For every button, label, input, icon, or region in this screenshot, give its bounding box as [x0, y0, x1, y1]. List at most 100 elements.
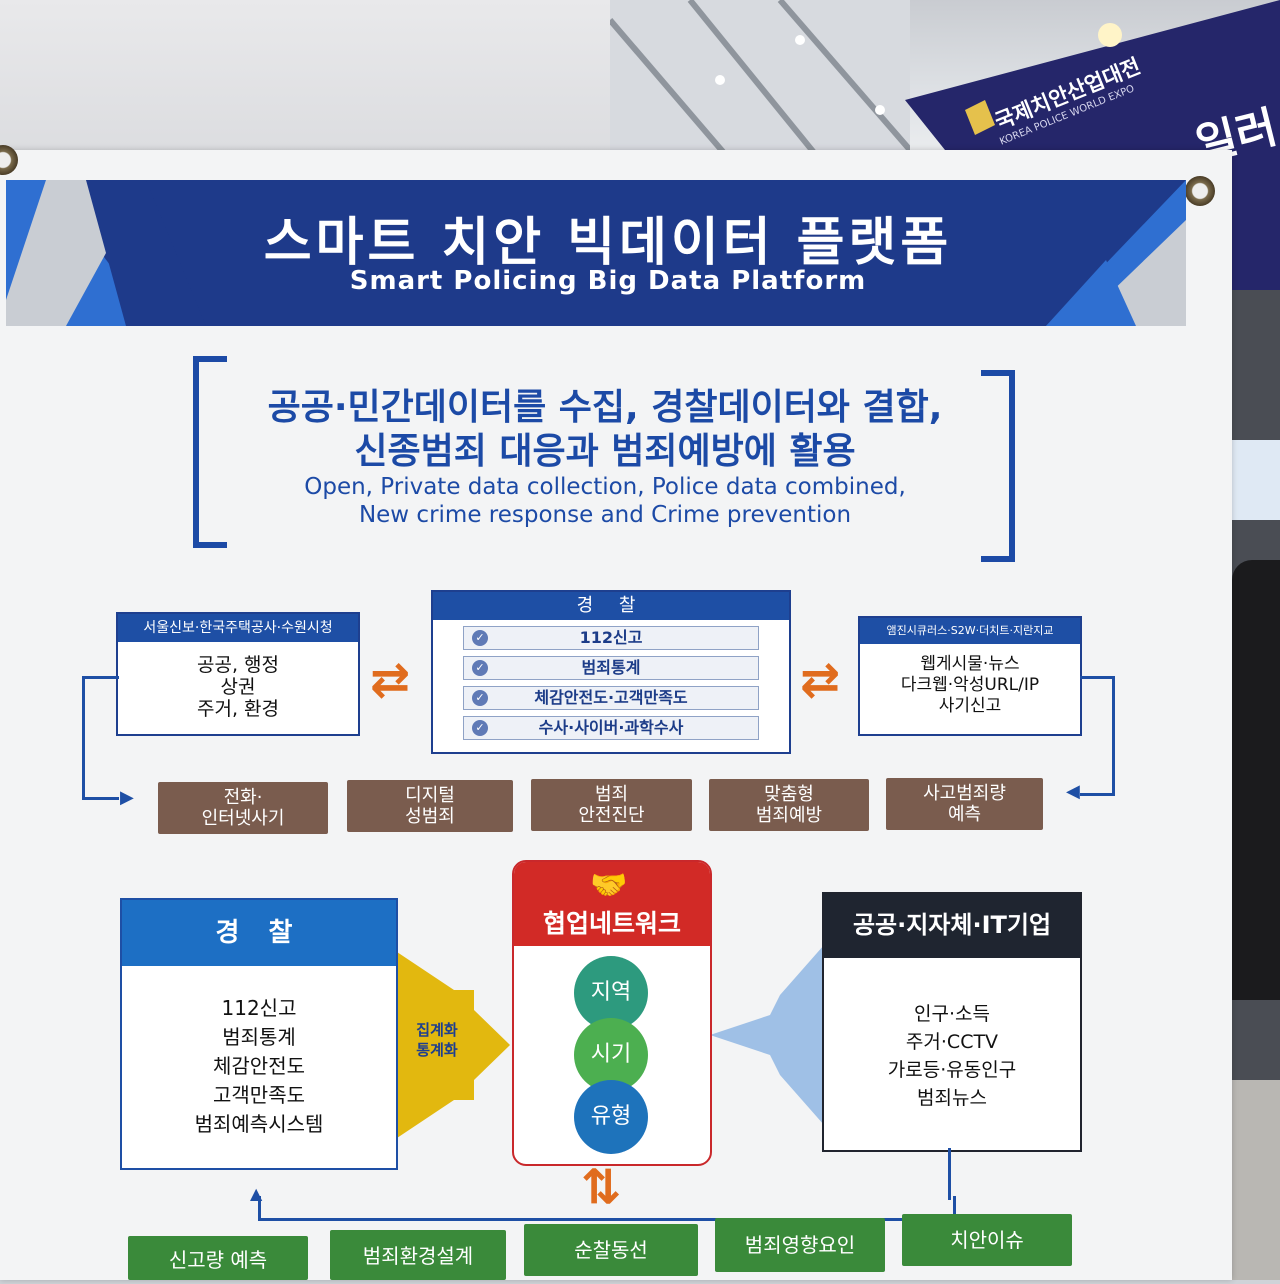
private-data-line: 사기신고 [938, 696, 1002, 716]
use-case-crime-forecast: 사고범죄량 예측 [886, 778, 1043, 830]
private-data-list: 웹게시물·뉴스 다크웹·악성URL/IP 사기신고 [860, 644, 1080, 717]
public-partner-panel: 공공·지자체·IT기업 인구·소득 주거·CCTV 가로등·유동인구 범죄뉴스 [822, 892, 1082, 1152]
bracket-right [981, 370, 1015, 562]
summary-english-line-2: New crime response and Crime prevention [358, 502, 852, 528]
public-partner-list: 인구·소득 주거·CCTV 가로등·유동인구 범죄뉴스 [824, 958, 1080, 1112]
period-circle: 시기 [574, 1018, 648, 1092]
arrow-right-icon: ▶ [120, 787, 134, 808]
poster-grommet-right [1185, 176, 1215, 206]
police-source-line: 범죄통계 [222, 1025, 296, 1049]
public-data-panel: 서울신보·한국주택공사·수원시청 공공, 행정 상권 주거, 환경 [116, 612, 360, 736]
police-data-item-label: 112신고 [579, 628, 643, 647]
bracket-left [193, 356, 227, 548]
type-circle: 유형 [574, 1080, 648, 1154]
police-source-line: 체감안전도 [213, 1054, 305, 1078]
floor [1228, 1080, 1280, 1280]
booth-wall [0, 0, 610, 150]
arrow-left-icon: ◀ [1066, 781, 1080, 802]
right-flow-line [1080, 676, 1115, 796]
ceiling-trusses [610, 0, 910, 160]
visitor-person [1232, 560, 1280, 1000]
exchange-arrows-icon: ⇄ [574, 1165, 631, 1207]
aggregation-label: 집계화 통계화 [402, 1020, 472, 1060]
title-band-waves [6, 180, 1186, 326]
public-partner-line: 주거·CCTV [905, 1031, 999, 1053]
police-data-item: ✓ 범죄통계 [463, 656, 759, 680]
police-source-line: 112신고 [221, 996, 297, 1020]
private-data-line: 다크웹·악성URL/IP [900, 675, 1040, 695]
bottom-flow-line [258, 1196, 956, 1221]
police-data-item-label: 체감안전도·고객만족도 [534, 688, 688, 707]
private-data-panel: 앰진시큐러스·S2W·더치트·지란지교·e2on·ITRO 웹게시물·뉴스 다크… [858, 616, 1082, 736]
output-environment-design: 범죄환경설계 [330, 1230, 506, 1280]
use-case-line: 예측 [947, 804, 982, 825]
public-partner-header: 공공·지자체·IT기업 [824, 894, 1080, 958]
public-data-header: 서울신보·한국주택공사·수원시청 [118, 614, 358, 642]
use-case-digital-sex-crime: 디지털 성범죄 [347, 780, 513, 832]
aggregation-label-line: 통계화 [416, 1041, 458, 1059]
exchange-arrows-icon: ⇄ [370, 652, 411, 708]
handshake-icon: 🤝 [590, 868, 628, 903]
use-case-line: 전화· [223, 787, 263, 808]
use-case-safety-diagnosis: 범죄 안전진단 [531, 779, 692, 831]
collaboration-network-panel: 🤝 협업네트워크 지역 시기 유형 [512, 860, 712, 1166]
use-case-line: 맞춤형 [764, 784, 814, 805]
use-case-line: 인터넷사기 [201, 808, 285, 829]
title-band [6, 180, 1186, 326]
output-safety-issues: 치안이슈 [902, 1214, 1072, 1266]
use-case-line: 성범죄 [405, 806, 455, 827]
use-case-line: 디지털 [405, 785, 455, 806]
police-data-item-label: 범죄통계 [581, 658, 641, 677]
right-connector-line [948, 1148, 951, 1200]
police-data-item: ✓ 체감안전도·고객만족도 [463, 686, 759, 710]
gold-flow-arrow [394, 950, 510, 1140]
summary-english-line-1: Open, Private data collection, Police da… [304, 474, 906, 500]
check-icon: ✓ [472, 690, 488, 706]
public-partner-line: 범죄뉴스 [917, 1087, 987, 1109]
use-case-custom-prevention: 맞춤형 범죄예방 [709, 779, 869, 831]
use-case-line: 범죄예방 [755, 805, 823, 826]
public-data-line: 상권 [220, 676, 256, 698]
private-data-line: 웹게시물·뉴스 [920, 654, 1020, 674]
summary-korean-line-2: 신종범죄 대응과 범죄예방에 활용 [354, 431, 856, 472]
check-icon: ✓ [472, 630, 488, 646]
check-icon: ✓ [472, 720, 488, 736]
poster-title-korean: 스마트 치안 빅데이터 플랫폼 [263, 213, 953, 273]
poster-grommet-left [0, 145, 18, 175]
police-data-item: ✓ 112신고 [463, 626, 759, 650]
exchange-arrows-icon: ⇄ [800, 652, 841, 708]
police-source-panel: 경 찰 112신고 범죄통계 체감안전도 고객만족도 범죄예측시스템 [120, 898, 398, 1170]
use-case-line: 사고범죄량 [923, 783, 1006, 804]
check-icon: ✓ [472, 660, 488, 676]
aggregation-label-line: 집계화 [416, 1021, 458, 1039]
blue-flow-arrow [710, 945, 824, 1125]
police-source-line: 고객만족도 [213, 1083, 305, 1107]
police-data-item-label: 수사·사이버·과학수사 [538, 718, 684, 737]
use-case-phone-fraud: 전화· 인터넷사기 [158, 782, 328, 834]
use-case-line: 범죄 [594, 784, 629, 805]
public-data-line: 공공, 행정 [197, 654, 279, 676]
region-circle: 지역 [574, 956, 648, 1030]
police-source-header: 경 찰 [122, 900, 396, 966]
private-data-header: 앰진시큐러스·S2W·더치트·지란지교·e2on·ITRO [860, 618, 1080, 663]
collaboration-network-header: 🤝 협업네트워크 [514, 862, 710, 946]
summary-korean-line-1: 공공·민간데이터를 수집, 경찰데이터와 결합, [267, 387, 943, 428]
public-data-list: 공공, 행정 상권 주거, 환경 [118, 642, 358, 720]
police-data-panel: 경 찰 ✓ 112신고 ✓ 범죄통계 ✓ 체감안전도·고객만족도 ✓ 수사·사이버·과학… [431, 590, 791, 754]
output-report-forecast: 신고량 예측 [128, 1236, 308, 1280]
police-source-line: 범죄예측시스템 [194, 1112, 324, 1136]
poster-title-english: Smart Policing Big Data Platform [349, 266, 867, 296]
police-data-header: 경 찰 [433, 592, 789, 620]
output-patrol-route: 순찰동선 [524, 1224, 698, 1276]
left-flow-line [82, 676, 119, 800]
public-partner-line: 인구·소득 [914, 1003, 990, 1025]
public-partner-line: 가로등·유동인구 [887, 1059, 1017, 1081]
output-crime-factors: 범죄영향요인 [715, 1218, 885, 1272]
use-case-line: 안전진단 [578, 805, 645, 826]
public-data-line: 주거, 환경 [197, 698, 279, 720]
neighbor-booth-screen [1230, 440, 1280, 520]
police-data-item: ✓ 수사·사이버·과학수사 [463, 716, 759, 740]
police-source-list: 112신고 범죄통계 체감안전도 고객만족도 범죄예측시스템 [122, 966, 396, 1139]
arrow-up-icon: ▲ [250, 1184, 263, 1203]
collaboration-network-title: 협업네트워크 [542, 909, 681, 938]
